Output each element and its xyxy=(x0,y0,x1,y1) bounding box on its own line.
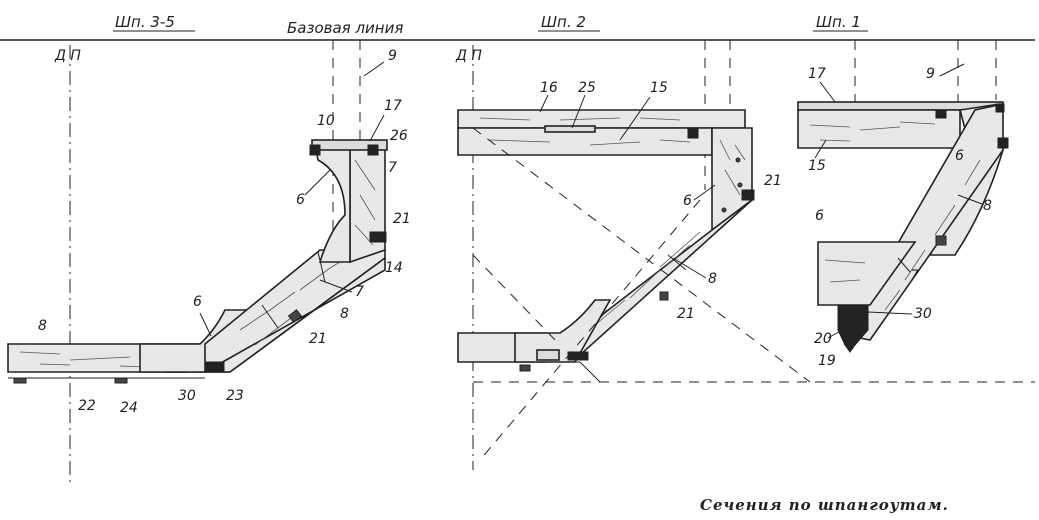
part-number-label: Шп. 3-5 xyxy=(115,13,175,31)
part-number-label: 7 xyxy=(355,284,364,300)
part-number-label: 8 xyxy=(983,198,992,214)
part-number-label: 26 xyxy=(390,128,408,144)
part-number-label: 25 xyxy=(578,80,596,96)
caption: Сечения по шпангоутам. xyxy=(700,496,949,514)
section-shp2: 16 25 15 6 21 8 21 xyxy=(457,40,1035,461)
part-number-label: 17 xyxy=(808,66,826,82)
dp-label-mid: Д П xyxy=(455,48,482,64)
part-number-label: 23 xyxy=(226,388,244,404)
part-number-label: 8 xyxy=(340,306,349,322)
part-number-label: 21 xyxy=(677,306,695,322)
header-shp2: Шп. 2 xyxy=(538,13,600,32)
part-number-label: 9 xyxy=(388,48,397,64)
part-number-label: 7 xyxy=(910,268,919,284)
header-shp35: Шп. 3-5 xyxy=(113,13,195,32)
dp-label-left: Д П xyxy=(54,48,81,64)
part-number-label: 6 xyxy=(815,208,824,224)
part-number-label: 21 xyxy=(764,173,782,189)
part-number-label: 6 xyxy=(955,148,964,164)
upright-frame-7 xyxy=(349,144,386,264)
part-number-label: 19 xyxy=(818,353,836,369)
part-number-label: 30 xyxy=(178,388,196,404)
section-shp1: 9 17 15 6 8 6 7 30 20 19 xyxy=(797,40,1009,369)
part-number-label: 24 xyxy=(120,400,138,416)
header-base-line: Базовая линия xyxy=(287,19,403,37)
part-number-label: 30 xyxy=(914,306,932,322)
part-number-label: 21 xyxy=(393,211,411,227)
part-number-label: 8 xyxy=(708,271,717,287)
part-number-label: 21 xyxy=(309,331,327,347)
part-number-label: 9 xyxy=(926,66,935,82)
part-number-label: 6 xyxy=(193,294,202,310)
part-number-label: 6 xyxy=(683,193,692,209)
part-number-label: 6 xyxy=(296,192,305,208)
part-number-label: 10 xyxy=(317,113,335,129)
part-number-label: 16 xyxy=(540,80,558,96)
part-number-label: 7 xyxy=(388,160,397,176)
part-number-label: 22 xyxy=(78,398,96,414)
part-number-label: 8 xyxy=(38,318,47,334)
header-shp1: Шп. 1 xyxy=(813,13,868,32)
part-number-label: 14 xyxy=(385,260,403,276)
lower-bracket-6 xyxy=(817,241,917,306)
part-number-label: 17 xyxy=(384,98,402,114)
part-number-label: Шп. 1 xyxy=(816,13,861,31)
part-number-label: Шп. 2 xyxy=(541,13,586,31)
part-number-label: 20 xyxy=(814,331,832,347)
part-number-label: 15 xyxy=(808,158,826,174)
section-shp35: 9 10 17 26 7 6 21 14 6 7 8 21 8 22 24 30… xyxy=(7,40,411,416)
part-number-label: 15 xyxy=(650,80,668,96)
